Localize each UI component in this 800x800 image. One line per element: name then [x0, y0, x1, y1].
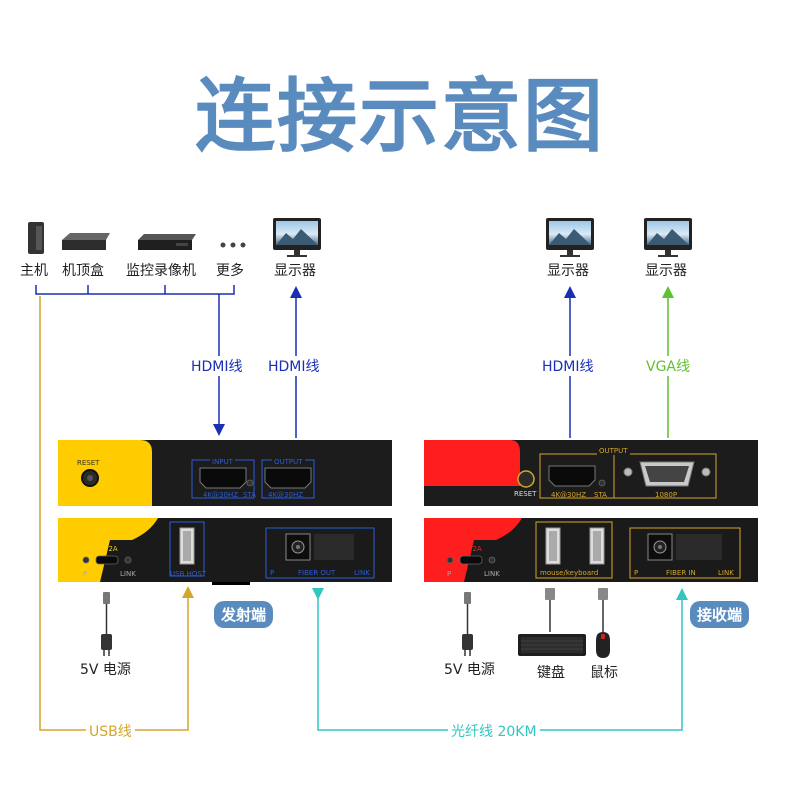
- rx-vga-res-label: 1080P: [655, 491, 678, 499]
- rx-sta-label: STA: [594, 491, 607, 499]
- keyboard-label: 键盘: [537, 665, 565, 681]
- source-label-stb: 机顶盒: [62, 263, 104, 279]
- rx-res-label: 4K@30HZ: [551, 491, 587, 499]
- mouse-label: 鼠标: [590, 665, 618, 681]
- tx-p-label: P: [83, 570, 88, 578]
- nvr-recorder-icon: [138, 234, 196, 250]
- rx-power-label: 5V 电源: [444, 662, 495, 678]
- fiber-line: [312, 588, 688, 731]
- rx-fiber-link-label: LINK: [718, 569, 734, 577]
- tx-front-panel: [58, 440, 392, 506]
- page-title: 连接示意图: [195, 70, 605, 163]
- monitor-icon-rx-vga: [644, 218, 692, 257]
- keyboard-icon: [518, 634, 586, 656]
- fiber-cable-label: 光纤线 20KM: [448, 721, 540, 741]
- tx-display-label: 显示器: [274, 263, 316, 279]
- monitor-icon-tx: [273, 218, 321, 257]
- rx-fiber-p-label: P: [634, 569, 639, 577]
- power-cable-icon-rx: [462, 592, 473, 656]
- tx-usb-host-label: USB HOST: [170, 570, 207, 578]
- receiver-tag: 接收端: [690, 601, 750, 628]
- rx-p-label: P: [447, 570, 452, 578]
- more-dots-icon: [220, 242, 246, 248]
- rx-vga-label: VGA线: [643, 356, 694, 376]
- source-label-nvr: 监控录像机: [126, 263, 196, 279]
- rx-output-label: OUTPUT: [597, 447, 630, 455]
- rx-display-vga-label: 显示器: [645, 263, 687, 279]
- tx-link-label: LINK: [120, 570, 136, 578]
- rx-fiber-in-label: FIBER IN: [666, 569, 696, 577]
- source-label-host: 主机: [20, 263, 48, 279]
- transmitter-tag: 发射端: [214, 601, 274, 628]
- pc-tower-icon: [28, 222, 44, 254]
- tx-input-res-label: 4K@30HZ: [203, 491, 239, 499]
- source-label-more: 更多: [216, 263, 244, 279]
- rx-mouse-keyboard-label: mouse/keyboard: [540, 569, 599, 577]
- rx-back-panel: [424, 518, 758, 582]
- rx-display-hdmi-label: 显示器: [547, 263, 589, 279]
- mouse-cable-icon: [598, 588, 608, 632]
- rx-link-label: LINK: [484, 570, 500, 578]
- rx-front-panel: [424, 440, 758, 506]
- tx-reset-label: RESET: [77, 459, 100, 467]
- tx-fiber-p-label: P: [270, 569, 275, 577]
- tx-back-panel: [58, 518, 392, 585]
- tx-hdmi-out-label: HDMI线: [265, 356, 323, 376]
- usb-cable-label: USB线: [86, 721, 135, 741]
- source-bracket: [35, 285, 235, 295]
- set-top-box-icon: [62, 233, 110, 250]
- tx-fiber-link-label: LINK: [354, 569, 370, 577]
- tx-output-label: OUTPUT: [272, 458, 305, 466]
- tx-fiber-out-label: FIBER OUT: [298, 569, 336, 577]
- rx-power-spec-label: 5V 2A: [461, 545, 482, 553]
- mouse-icon: [596, 632, 610, 658]
- power-cable-icon-tx: [101, 592, 112, 656]
- monitor-icon-rx-hdmi: [546, 218, 594, 257]
- tx-power-spec-label: 5V 2A: [97, 545, 118, 553]
- rx-reset-label: RESET: [514, 490, 537, 498]
- tx-input-label: INPUT: [210, 458, 235, 466]
- rx-hdmi-label: HDMI线: [539, 356, 597, 376]
- tx-power-label: 5V 电源: [80, 662, 131, 678]
- tx-output-res-label: 4K@30HZ: [268, 491, 304, 499]
- tx-sta-label: STA: [243, 491, 256, 499]
- keyboard-cable-icon: [545, 588, 555, 632]
- tx-hdmi-in-label: HDMI线: [188, 356, 246, 376]
